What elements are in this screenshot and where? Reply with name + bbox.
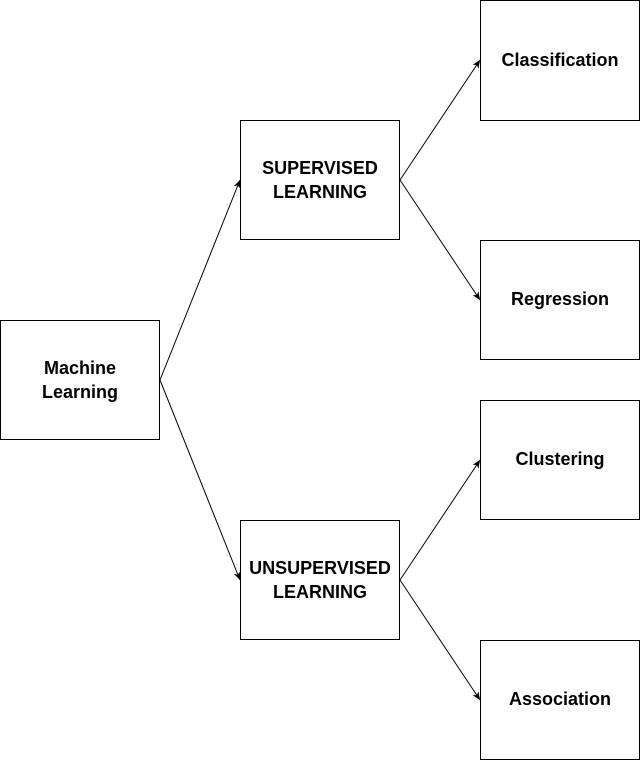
- clustering-node: Clustering: [480, 400, 640, 520]
- association-node: Association: [480, 640, 640, 760]
- edge-supervised-to-regression: [399, 179, 481, 301]
- unsupervised-learning-node: UNSUPERVISED LEARNING: [240, 520, 400, 640]
- regression-label: Regression: [510, 289, 610, 309]
- machine-learning-label: Machine Learning: [41, 358, 118, 402]
- regression-node: Regression: [480, 240, 640, 360]
- clustering-label: Clustering: [515, 449, 605, 469]
- edge-unsupervised-to-association: [399, 579, 481, 701]
- unsupervised-learning-label: UNSUPERVISED LEARNING: [249, 558, 391, 602]
- edge-supervised-to-classification: [399, 59, 481, 181]
- edge-unsupervised-to-clustering: [399, 459, 481, 581]
- edge-ml-to-supervised: [159, 179, 241, 381]
- supervised-learning-node: SUPERVISED LEARNING: [240, 120, 400, 240]
- classification-label: Classification: [501, 49, 619, 70]
- machine-learning-node: Machine Learning: [0, 320, 160, 440]
- supervised-learning-label: SUPERVISED LEARNING: [262, 158, 378, 202]
- association-label: Association: [508, 689, 612, 709]
- edge-ml-to-unsupervised: [159, 379, 241, 581]
- classification-node: Classification: [480, 0, 640, 121]
